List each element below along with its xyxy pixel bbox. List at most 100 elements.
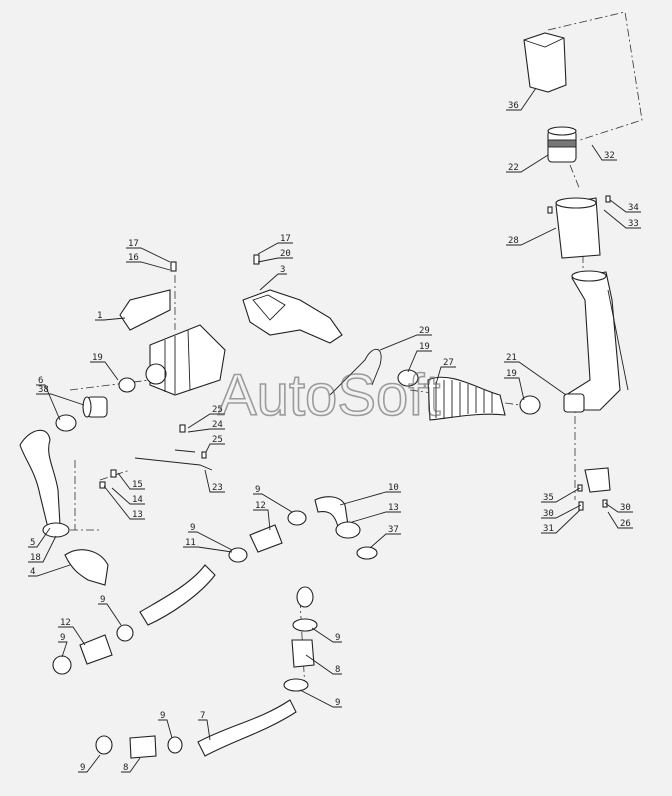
leader-line-9	[311, 627, 342, 643]
part-7-bent-hose	[197, 699, 297, 757]
part-label-9: 9	[190, 523, 195, 533]
part-label-9: 9	[60, 633, 65, 643]
leader-line-38	[36, 393, 85, 406]
part-label-12: 12	[60, 618, 71, 628]
leader-line-35	[541, 487, 581, 503]
part-12-sleeve-lower	[79, 634, 113, 665]
part-label-15: 15	[132, 480, 143, 490]
leader-line-25	[205, 443, 225, 453]
part-label-23: 23	[212, 483, 223, 493]
leader-line-27	[435, 366, 456, 385]
leader-line-21	[504, 361, 567, 396]
part-label-4: 4	[30, 567, 35, 577]
part-label-16: 16	[128, 253, 139, 263]
part-label-13: 13	[388, 503, 399, 513]
part-label-20: 20	[280, 249, 291, 259]
part-label-24: 24	[212, 420, 223, 430]
leader-line-11	[183, 546, 233, 553]
part-3-intake-duct	[242, 289, 343, 344]
part-21-intake-elbow	[563, 270, 629, 413]
part-4-elbow-hose	[64, 549, 109, 586]
hose-clamps	[42, 369, 541, 755]
leader-line-30	[541, 504, 582, 519]
leader-line-12	[58, 626, 86, 646]
leader-line-7	[198, 719, 211, 741]
part-label-9: 9	[255, 485, 260, 495]
part-label-8: 8	[123, 763, 128, 773]
part-label-7: 7	[200, 711, 205, 721]
leader-line-1	[95, 317, 126, 321]
leader-line-5	[28, 527, 51, 548]
part-label-14: 14	[132, 495, 143, 505]
part-label-26: 26	[620, 519, 631, 529]
part-5-outlet-hose	[19, 429, 61, 529]
part-label-13: 13	[132, 510, 143, 520]
part-label-37: 37	[388, 525, 399, 535]
leader-line-30	[604, 502, 633, 513]
leader-line-36	[506, 87, 537, 111]
part-label-19: 19	[92, 353, 103, 363]
part-label-28: 28	[508, 236, 519, 246]
part-label-32: 32	[604, 151, 615, 161]
leader-line-13	[351, 511, 401, 523]
part-label-10: 10	[388, 483, 399, 493]
part-label-36: 36	[508, 101, 519, 111]
leader-line-25	[187, 413, 225, 429]
leader-line-34	[609, 199, 641, 213]
leader-line-9	[253, 493, 293, 513]
leader-line-12	[253, 509, 271, 531]
part-label-17: 17	[128, 239, 139, 249]
leader-line-26	[607, 511, 633, 529]
leader-lines	[28, 87, 641, 773]
leader-line-3	[259, 273, 287, 291]
leader-line-28	[506, 227, 557, 246]
leader-line-24	[187, 428, 225, 433]
part-12-sleeve-upper	[249, 524, 283, 553]
leader-line-8	[305, 654, 342, 675]
leader-line-19	[407, 350, 432, 373]
part-1-air-filter-housing	[119, 289, 226, 396]
part-label-19: 19	[506, 369, 517, 379]
leader-line-6	[36, 384, 61, 421]
part-label-18: 18	[30, 553, 41, 563]
leader-line-29	[379, 334, 432, 351]
part-label-9: 9	[335, 698, 340, 708]
leader-line-23	[204, 469, 225, 493]
leader-line-18	[28, 535, 57, 563]
leader-line-8	[121, 757, 141, 773]
part-label-25: 25	[212, 405, 223, 415]
leader-line-10	[339, 491, 401, 506]
leader-line-9	[299, 689, 342, 708]
leader-line-19	[504, 377, 525, 401]
part-label-1: 1	[97, 311, 102, 321]
part-label-8: 8	[335, 665, 340, 675]
part-36-air-cover	[523, 32, 567, 93]
part-label-22: 22	[508, 163, 519, 173]
leader-line-4	[28, 564, 71, 577]
part-label-12: 12	[255, 501, 266, 511]
leader-line-37	[369, 533, 401, 549]
part-label-9: 9	[100, 595, 105, 605]
part-label-30: 30	[543, 509, 554, 519]
part-label-3: 3	[280, 265, 285, 275]
leader-line-9	[58, 641, 68, 658]
leader-line-16	[126, 261, 171, 271]
part-label-35: 35	[543, 493, 554, 503]
part-label-31: 31	[543, 524, 554, 534]
part-8-sleeve-mid	[291, 639, 315, 668]
part-28-intake-pipe	[555, 197, 601, 259]
leader-line-9	[158, 719, 173, 739]
leader-line-14	[111, 487, 145, 505]
part-label-21: 21	[506, 353, 517, 363]
leader-line-17	[126, 247, 171, 263]
leader-line-15	[117, 472, 145, 490]
leader-line-9	[188, 531, 233, 551]
part-27-corrugated-hose	[427, 376, 506, 421]
leader-line-17	[257, 242, 293, 255]
leader-line-22	[506, 154, 549, 173]
part-label-5: 5	[30, 538, 35, 548]
part-label-9: 9	[80, 763, 85, 773]
part-label-9: 9	[335, 633, 340, 643]
